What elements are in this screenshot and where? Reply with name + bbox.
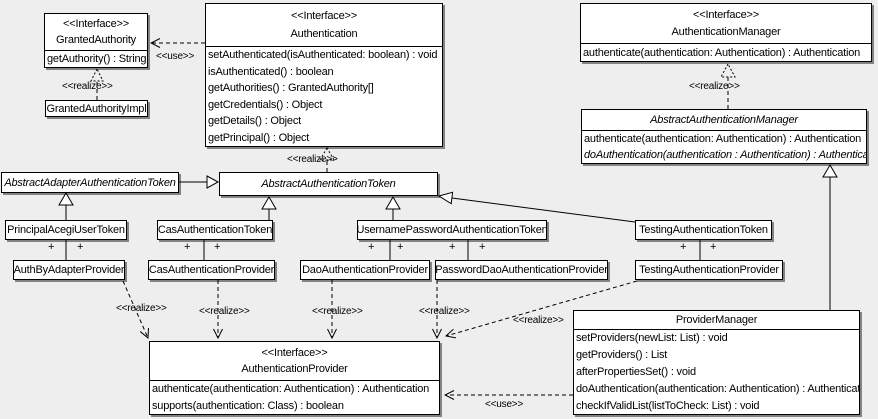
class-name: GrantedAuthority — [56, 34, 136, 46]
edge-abstract-manager-realizes-authenticationmanager — [720, 62, 736, 109]
class-name: AuthByAdapterProvider — [13, 264, 125, 276]
association-end-plus: + — [449, 241, 456, 253]
method-row: setProviders(newList: List) : void — [576, 332, 728, 345]
method-row: authenticate(authentication: Authenticat… — [584, 133, 862, 145]
class-name: TestingAuthenticationProvider — [639, 264, 779, 276]
realize-stereotype-label: <<realize>> — [513, 315, 564, 326]
class-name: Authentication — [290, 28, 358, 40]
class-name: TestingAuthenticationToken — [639, 224, 768, 236]
realize-stereotype-label: <<realize>> — [199, 306, 250, 317]
class-name: PrincipalAcegiUserToken — [7, 224, 125, 236]
method-row: isAuthenticated() : boolean — [208, 65, 334, 78]
class-name: AbstractAdapterAuthenticationToken — [4, 176, 176, 189]
realize-stereotype-label: <<realize>> — [62, 81, 113, 92]
class-granted-authority-impl: GrantedAuthorityImpl — [45, 100, 148, 117]
method-row: getCredentials() : Object — [208, 98, 323, 111]
class-name: AbstractAuthenticationManager — [650, 114, 798, 126]
class-principal-acegi-user-token: PrincipalAcegiUserToken — [5, 220, 127, 240]
class-name: DaoAuthenticationProvider — [302, 264, 428, 276]
method-row: doAuthentication(authentication : Authen… — [584, 149, 866, 161]
method-row: authenticate(authentication: Authenticat… — [152, 383, 430, 396]
class-dao-authentication-provider: DaoAuthenticationProvider — [300, 260, 430, 280]
stereotype-label: <<Interface>> — [261, 346, 328, 359]
class-abstract-adapter-authentication-token: AbstractAdapterAuthenticationToken — [1, 172, 179, 193]
method-row: getProviders() : List — [576, 349, 668, 362]
use-stereotype-label: <<use>> — [485, 399, 524, 410]
method-row: afterPropertiesSet() : void — [576, 365, 696, 378]
class-cas-authentication-provider: CasAuthenticationProvider — [148, 260, 275, 280]
association-end-plus: + — [680, 241, 687, 253]
edge-authbyadapter-realizes-provider — [122, 280, 148, 338]
method-row: supports(authentication: Class) : boolea… — [152, 399, 344, 412]
class-granted-authority: <<Interface>> GrantedAuthority getAuthor… — [44, 13, 148, 68]
edge-providermanager-extends-abstract-manager — [822, 164, 838, 310]
class-testing-authentication-token: TestingAuthenticationToken — [635, 220, 772, 240]
method-row: setAuthenticated(isAuthenticated: boolea… — [208, 49, 438, 62]
stereotype-label: <<Interface>> — [291, 10, 357, 22]
association-end-plus: + — [479, 241, 486, 253]
class-name: AuthenticationProvider — [241, 363, 348, 376]
method-row: getAuthorities() : GrantedAuthority[] — [208, 82, 374, 95]
class-auth-by-adapter-provider: AuthByAdapterProvider — [13, 260, 125, 280]
edge-testing-token-extends-abstract-token — [437, 191, 636, 223]
class-name: GrantedAuthorityImpl — [46, 102, 147, 115]
stereotype-label: <<Interface>> — [63, 18, 129, 30]
edge-principal-extends-adapter — [58, 192, 74, 220]
edge-abstract-token-realizes-authentication — [319, 147, 335, 172]
method-row: getPrincipal() : Object — [208, 131, 310, 144]
association-end-plus: + — [368, 241, 375, 253]
class-testing-authentication-provider: TestingAuthenticationProvider — [635, 260, 783, 280]
realize-stereotype-label: <<realize>> — [116, 303, 167, 314]
method-row: authenticate(authentication: Authenticat… — [583, 46, 861, 59]
class-provider-manager: ProviderManager setProviders(newList: Li… — [573, 310, 860, 415]
method-row: getAuthority() : String — [47, 53, 147, 65]
realize-stereotype-label: <<realize>> — [689, 81, 740, 92]
use-stereotype-label: <<use>> — [156, 51, 195, 62]
association-end-plus: + — [184, 241, 191, 253]
class-name: CasAuthenticationToken — [157, 224, 273, 236]
class-password-dao-authentication-provider: PasswordDaoAuthenticationProvider — [435, 260, 608, 280]
method-row: checkIfValidList(listToCheck: List) : vo… — [576, 399, 760, 412]
association-end-plus: + — [77, 241, 84, 253]
realize-stereotype-label: <<realize>> — [419, 306, 470, 317]
class-name: CasAuthenticationProvider — [148, 264, 275, 276]
method-row: getDetails() : Object — [208, 115, 302, 128]
class-name: ProviderManager — [675, 314, 758, 326]
class-name: AuthenticationManager — [671, 26, 781, 38]
class-authentication-manager: <<Interface>> AuthenticationManager auth… — [580, 3, 872, 62]
edge-adapter-extends-abstract-token — [179, 175, 220, 189]
class-name: AbstractAuthenticationToken — [261, 178, 396, 190]
class-authentication: <<Interface>> Authentication setAuthenti… — [205, 3, 443, 147]
association-end-plus: + — [710, 241, 717, 253]
realize-stereotype-label: <<realize>> — [287, 154, 338, 165]
realize-stereotype-label: <<realize>> — [312, 306, 363, 317]
stereotype-label: <<Interface>> — [693, 9, 759, 21]
edge-usernamepassword-extends-abstract-token — [385, 196, 401, 220]
edge-cas-token-extends-abstract-token — [261, 196, 277, 220]
class-abstract-authentication-manager: AbstractAuthenticationManager authentica… — [581, 109, 867, 164]
class-abstract-authentication-token: AbstractAuthenticationToken — [219, 172, 438, 196]
class-cas-authentication-token: CasAuthenticationToken — [157, 220, 273, 240]
association-end-plus: + — [397, 241, 404, 253]
edge-testingprovider-realizes-provider — [446, 280, 638, 336]
association-end-plus: + — [48, 241, 55, 253]
method-row: doAuthentication(authentication: Authent… — [576, 382, 859, 395]
class-username-password-authentication-token: UsernamePasswordAuthenticationToken — [357, 220, 547, 240]
class-name: UsernamePasswordAuthenticationToken — [357, 224, 547, 236]
edge-grantedauthorityimpl-realizes-grantedauthority — [90, 67, 104, 100]
association-end-plus: + — [214, 241, 221, 253]
class-authentication-provider: <<Interface>> AuthenticationProvider aut… — [149, 341, 440, 415]
class-name: PasswordDaoAuthenticationProvider — [435, 264, 608, 276]
